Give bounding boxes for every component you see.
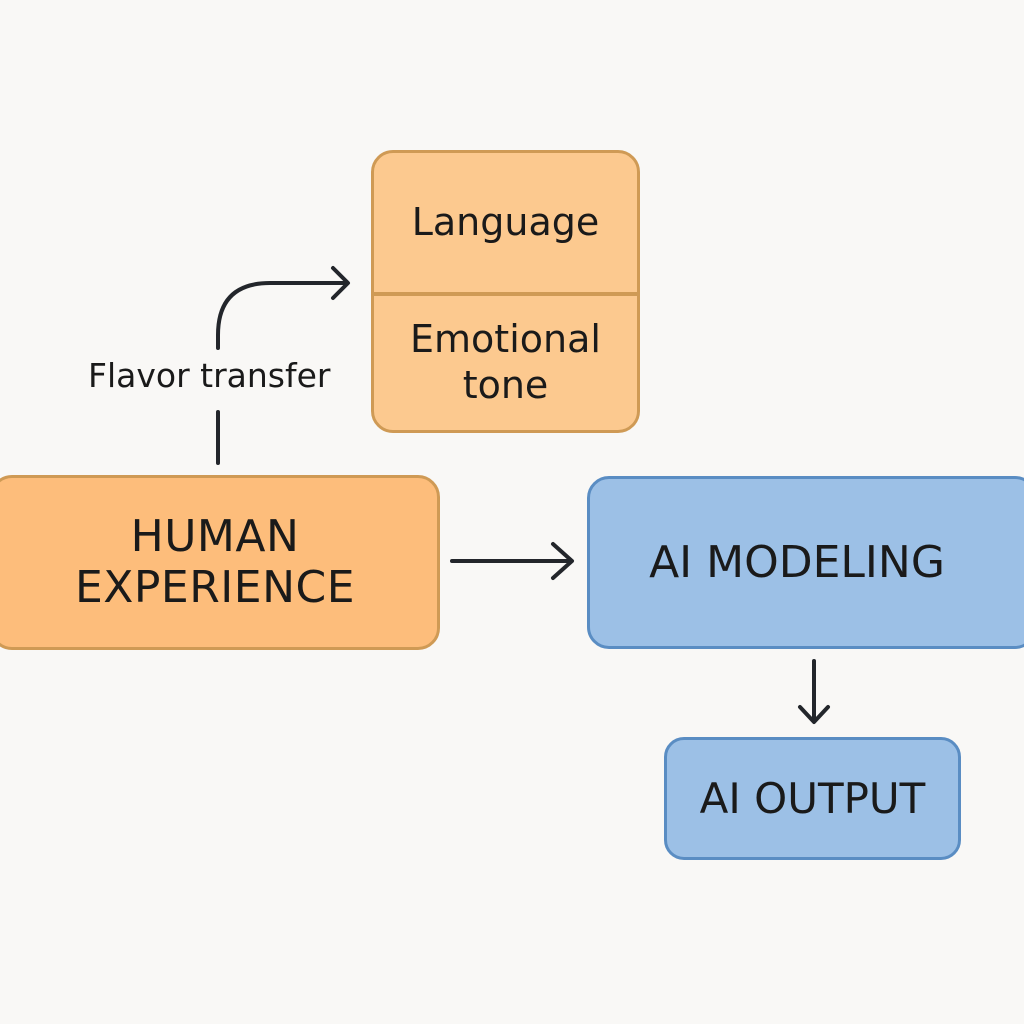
modeling-to-output-arrowhead bbox=[798, 705, 830, 724]
flavor-transfer-arrowhead bbox=[331, 266, 350, 300]
human-experience-label-line1: HUMAN bbox=[130, 511, 300, 563]
language-cell: Language bbox=[374, 153, 637, 296]
language-label: Language bbox=[411, 199, 600, 244]
ai-modeling-node: AI MODELING bbox=[587, 476, 1024, 649]
human-experience-label-line2: EXPERIENCE bbox=[74, 561, 356, 613]
ai-output-node: AI OUTPUT bbox=[664, 737, 961, 860]
emotional-tone-cell: Emotional tone bbox=[374, 296, 637, 430]
flavor-transfer-label: Flavor transfer bbox=[88, 356, 331, 395]
human-experience-node: HUMAN EXPERIENCE bbox=[0, 475, 440, 650]
ai-modeling-label: AI MODELING bbox=[649, 537, 945, 588]
flavor-transfer-arrow-upper-segment bbox=[216, 281, 348, 350]
language-emotional-tone-node: Language Emotional tone bbox=[371, 150, 640, 433]
ai-output-label: AI OUTPUT bbox=[699, 774, 926, 823]
emotional-tone-label-line2: tone bbox=[462, 363, 549, 407]
emotional-tone-label-line1: Emotional bbox=[410, 317, 601, 362]
human-to-modeling-arrowhead bbox=[551, 542, 574, 580]
